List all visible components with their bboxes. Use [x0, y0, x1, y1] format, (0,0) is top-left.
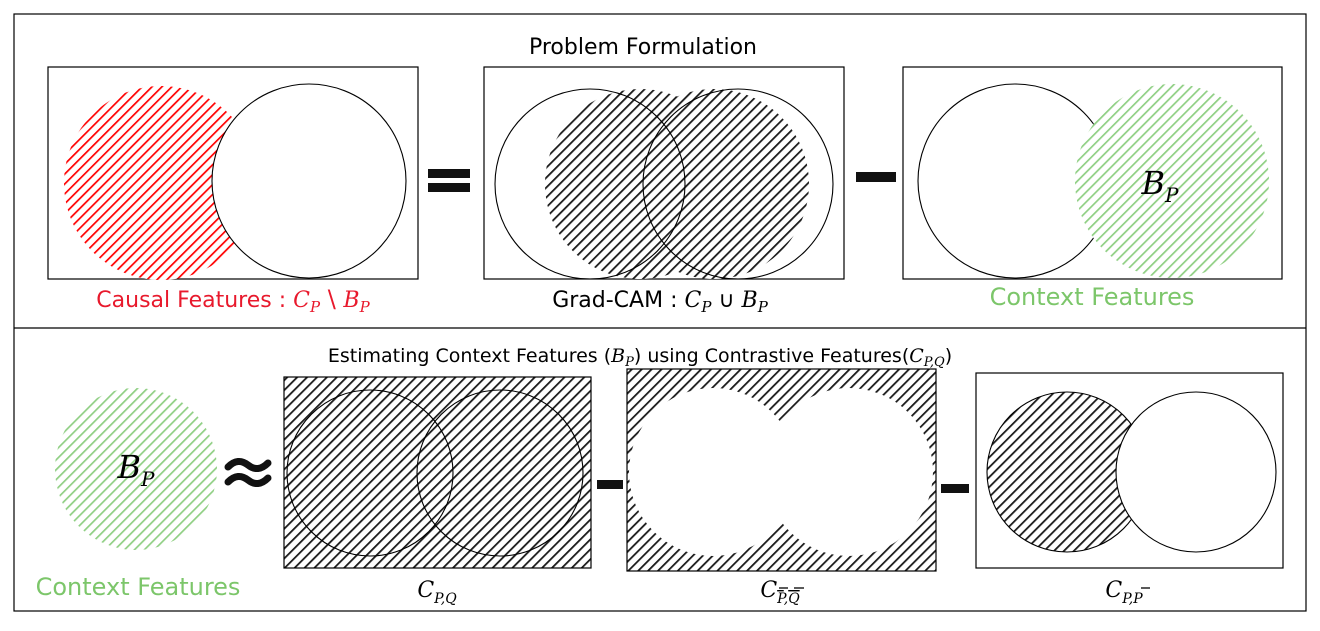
equals-sign [428, 169, 470, 192]
context-region-circle [1075, 84, 1269, 278]
causal-features-panel [47, 66, 419, 280]
contrastive-pq-panel [283, 376, 592, 569]
approx-sign [224, 458, 272, 487]
causal-region-circle [64, 86, 258, 280]
top-title: Problem Formulation [529, 35, 757, 60]
causal-features-label: Causal Features : CP \ BP [96, 285, 370, 316]
context-white-circle [211, 83, 407, 279]
contrastive-pq-label: CP,Q [417, 578, 457, 607]
gradcam-circle-right [642, 88, 834, 280]
context-region-circle-bottom [55, 388, 217, 550]
contrastive-notp-notq-label: CP,Q [760, 578, 800, 607]
pq-circle-left [286, 389, 454, 557]
outer-frame [13, 13, 1307, 612]
gradcam-panel [483, 66, 845, 280]
contrastive-notp-notq-panel [626, 368, 937, 572]
minus-sign-top [856, 172, 896, 182]
context-circle-math-bottom: BP [117, 448, 156, 491]
p-notp-circle-right [1115, 391, 1277, 553]
gradcam-label: Grad-CAM : CP ∪ BP [552, 288, 768, 316]
contrastive-p-notp-label: CP,P [1105, 578, 1143, 607]
minus-sign-bottom-1 [597, 480, 623, 489]
context-features-panel [902, 66, 1283, 280]
context-features-label-top: Context Features [990, 283, 1195, 311]
context-features-label-bottom: Context Features [36, 573, 241, 601]
bottom-title: Estimating Context Features (BP) using C… [328, 345, 952, 370]
gradcam-circle-left [494, 88, 686, 280]
minus-sign-bottom-2 [941, 484, 969, 493]
pq-circle-right [416, 389, 584, 557]
contrastive-p-notp-panel [975, 372, 1284, 569]
context-circle-math-top: BP [1141, 164, 1180, 207]
